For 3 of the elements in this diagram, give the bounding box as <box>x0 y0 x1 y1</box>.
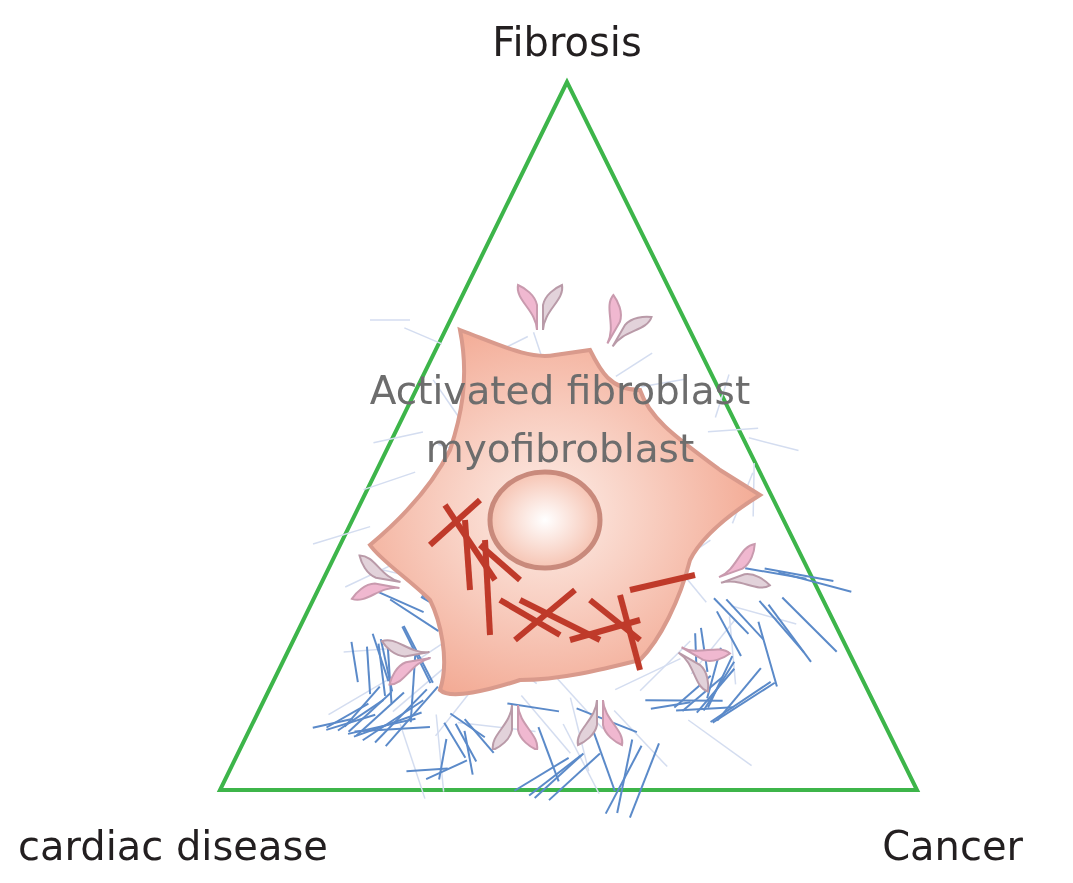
corner-label: cardiac disease <box>18 826 328 866</box>
corner-label: Fibrosis <box>492 22 642 62</box>
corner-label: Cancer <box>882 826 1023 866</box>
